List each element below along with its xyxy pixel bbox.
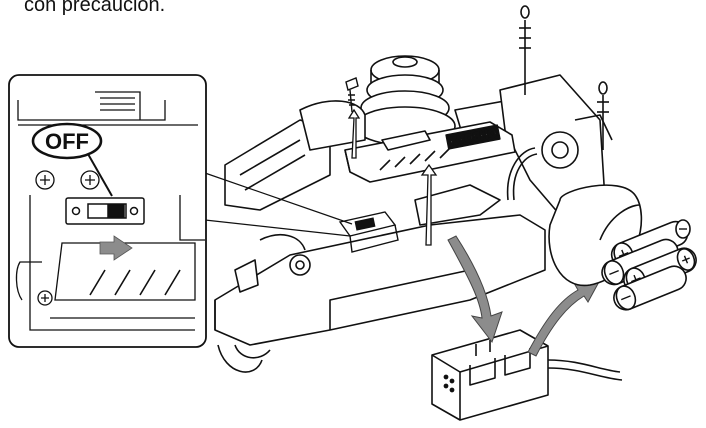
slide-direction-arrow [99,235,133,261]
switch-knob [107,204,125,218]
off-label-balloon: OFF [31,122,113,197]
switch-detail-inset: OFF [8,74,207,348]
cover-lift-arrow [420,163,438,246]
holder-drop-arrow [447,235,503,344]
receiver-battery-cover: KYOSHO [344,121,516,183]
battery-insert-arrow [527,279,601,357]
off-label-text: OFF [45,129,89,154]
shock-post-left [519,5,531,95]
screw [345,77,359,113]
screw-removal-arrow [347,108,361,159]
switch-on-car [338,211,399,253]
power-switch [65,197,145,225]
lift-arrows [347,108,438,246]
battery-holder [431,329,623,421]
callout-lines [204,172,353,237]
shock-post-right [597,81,609,150]
aa-batteries [601,219,697,311]
caption-text: con precaución. [24,0,166,16]
